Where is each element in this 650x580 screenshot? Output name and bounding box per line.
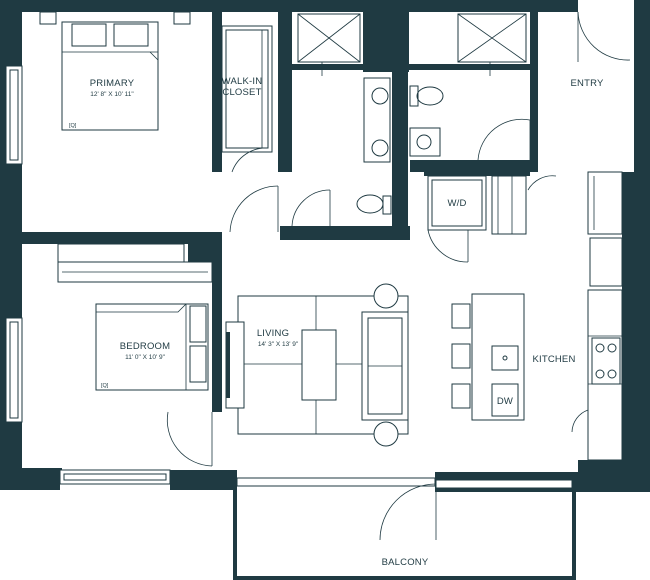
room-dims-primary: 12' 8" X 10' 11"	[90, 91, 134, 98]
room-label-walkin-2: CLOSET	[222, 87, 261, 98]
room-label-kitchen: KITCHEN	[532, 354, 575, 365]
sink	[416, 134, 432, 150]
appliance-label-dw: DW	[497, 396, 513, 407]
primary-bedroom: PRIMARY 12' 8" X 10' 11" [Q]	[39, 11, 279, 233]
second-bedroom: BEDROOM 11' 0" X 10' 9" [Q]	[57, 243, 213, 467]
pillow	[189, 305, 207, 343]
refrigerator	[589, 237, 623, 287]
closet	[57, 261, 213, 283]
side-table	[373, 283, 399, 309]
room-label-living: LIVING	[257, 328, 289, 339]
pillow	[189, 345, 207, 383]
laundry-closet: W/D	[427, 175, 527, 263]
pillow	[71, 23, 107, 47]
room-dims-bedroom: 11' 0" X 10' 9"	[125, 354, 166, 361]
bathrooms	[291, 13, 531, 227]
toilet	[356, 194, 384, 214]
toilet	[416, 86, 444, 106]
dishwasher	[491, 383, 519, 417]
pantry	[587, 171, 623, 235]
vanity	[409, 127, 441, 157]
walk-in-closet: WALK-IN CLOSET	[221, 25, 273, 173]
room-label-laundry: W/D	[447, 198, 466, 209]
living-room: LIVING 14' 3" X 13' 9"	[225, 283, 409, 447]
pillow	[113, 23, 149, 47]
coffee-table	[301, 329, 337, 401]
bed	[95, 303, 209, 391]
bed-size-tag: [Q]	[101, 383, 109, 389]
side-table	[373, 421, 399, 447]
room-dims-living: 14' 3" X 13' 9"	[258, 341, 299, 348]
entry: ENTRY	[527, 0, 634, 191]
balcony: BALCONY	[379, 483, 437, 568]
kitchen-island	[471, 293, 525, 421]
sink	[371, 87, 389, 105]
kitchen: DW KITCHEN	[451, 171, 623, 461]
room-label-bedroom: BEDROOM	[120, 341, 171, 352]
room-label-walkin-1: WALK-IN	[222, 76, 263, 87]
room-label-balcony: BALCONY	[382, 557, 429, 568]
sink	[491, 345, 519, 371]
bed-size-tag: [Q]	[69, 123, 77, 129]
kitchen-counter	[587, 289, 623, 461]
windows	[5, 65, 573, 489]
room-label-primary: PRIMARY	[90, 78, 135, 89]
washer-dryer	[431, 179, 483, 227]
room-label-entry: ENTRY	[570, 78, 603, 89]
bed	[61, 21, 159, 131]
shower	[457, 13, 527, 63]
shower	[297, 13, 361, 63]
sink	[371, 139, 389, 157]
